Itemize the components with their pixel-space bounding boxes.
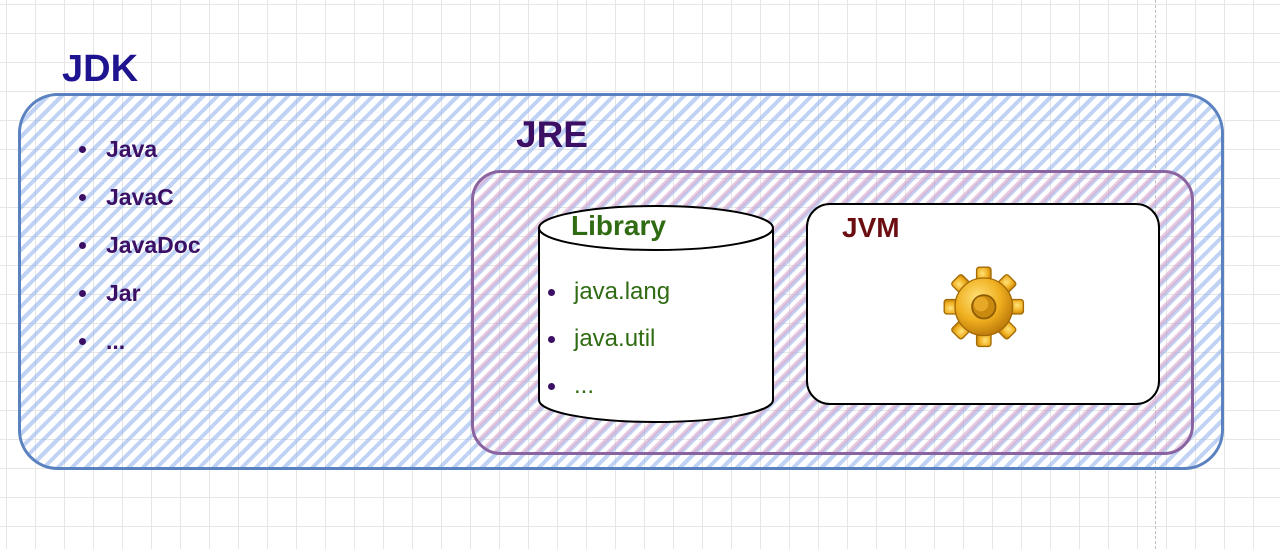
- gear-icon: [943, 266, 1025, 348]
- jdk-tool-item: Java: [74, 131, 201, 179]
- jdk-tool-item: ...: [74, 323, 201, 371]
- jvm-title: JVM: [842, 212, 900, 243]
- library-items-list: java.lang java.util ...: [545, 274, 670, 415]
- library-title: Library: [571, 210, 666, 241]
- jdk-title: JDK: [62, 48, 139, 90]
- library-item: java.util: [545, 321, 670, 368]
- jdk-tool-item: Jar: [74, 275, 201, 323]
- jdk-tools-list: Java JavaC JavaDoc Jar ...: [74, 131, 201, 371]
- jdk-tool-item: JavaDoc: [74, 227, 201, 275]
- library-cylinder-shape: [538, 205, 774, 423]
- library-item: ...: [545, 368, 670, 415]
- library-item: java.lang: [545, 274, 670, 321]
- jre-title: JRE: [516, 114, 588, 155]
- jdk-tool-item: JavaC: [74, 179, 201, 227]
